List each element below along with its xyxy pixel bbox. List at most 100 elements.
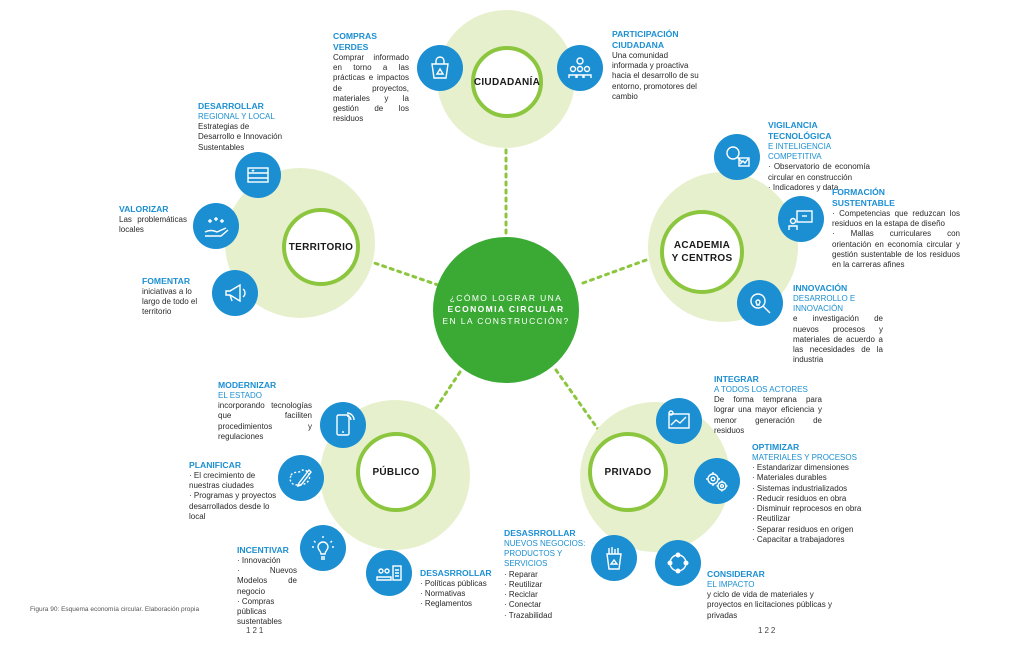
hand-sparkle-icon xyxy=(193,203,239,249)
item-subtitle: EL IMPACTO xyxy=(707,580,755,589)
item-desc: Una comunidad informada y proactiva haci… xyxy=(612,51,699,101)
item-desc: e investigación de nuevos procesos y mat… xyxy=(793,314,883,365)
item-subtitle: A TODOS LOS ACTORES xyxy=(714,385,808,394)
item-bullet: · Políticas públicas xyxy=(420,579,487,588)
page-number-right: 122 xyxy=(758,626,778,635)
megaphone-icon xyxy=(212,270,258,316)
center-line-1: ¿CÓMO LOGRAR UNA xyxy=(449,292,563,303)
hub-academia: ACADEMIA Y CENTROS xyxy=(660,210,744,294)
item-title: CONSIDERAR xyxy=(707,569,765,579)
item-bullet: · Observatorio de economía circular en c… xyxy=(768,162,870,182)
item-bullet: · Programas y proyectos desarrollados de… xyxy=(189,491,277,521)
item-bullet: · Reutilizar xyxy=(752,514,791,524)
text-formacion: FORMACIÓN SUSTENTABLE · Competencias que… xyxy=(832,187,960,270)
item-desc: incorporando tecnologías que faciliten p… xyxy=(218,401,312,441)
item-subtitle: DESARROLLO E INNOVACIÓN xyxy=(793,294,856,314)
item-title: VALORIZAR xyxy=(119,204,169,214)
item-title: DESARROLLAR xyxy=(198,101,264,111)
item-title: PLANIFICAR xyxy=(189,460,242,470)
chart-screen-icon xyxy=(656,398,702,444)
item-bullet: · Reparar xyxy=(504,569,538,579)
lightbulb-icon xyxy=(300,525,346,571)
item-title: INNOVACIÓN xyxy=(793,283,848,293)
center-line-3: EN LA CONSTRUCCIÓN? xyxy=(442,315,570,326)
text-vigilancia: VIGILANCIA TECNOLÓGICA E INTELIGENCIA CO… xyxy=(768,120,870,193)
hub-ciudadania: CIUDADANÍA xyxy=(471,46,543,118)
text-compras-verdes: COMPRAS VERDES Comprar informado en torn… xyxy=(333,31,409,125)
hub-label: ACADEMIA Y CENTROS xyxy=(671,240,733,264)
recycle-bag-icon xyxy=(417,45,463,91)
item-bullet: · Nuevos Modelos de negocio xyxy=(237,566,297,596)
hub-publico: PÚBLICO xyxy=(356,432,436,512)
hub-privado: PRIVADO xyxy=(588,432,668,512)
item-bullet: · Normativas xyxy=(420,589,466,599)
item-bullet: · Materiales durables xyxy=(752,473,827,483)
center-question: ¿CÓMO LOGRAR UNA ECONOMIA CIRCULAR EN LA… xyxy=(433,237,579,383)
item-bullet: · Innovación xyxy=(237,556,281,565)
item-title: DESASRROLLAR xyxy=(420,568,492,578)
item-bullet: · Capacitar a trabajadores xyxy=(752,534,845,544)
map-pen-icon xyxy=(278,455,324,501)
text-desarrollar-regional: DESARROLLAR REGIONAL Y LOCAL Estrategias… xyxy=(198,101,286,153)
item-bullet: · Disminuir reprocesos en obra xyxy=(752,504,862,514)
item-bullet: · Separar residuos en origen xyxy=(752,524,854,534)
text-desarrollar-privado: DESASRROLLAR NUEVOS NEGOCIOS: PRODUCTOS … xyxy=(504,528,600,621)
item-bullet: · El crecimiento de nuestras ciudades xyxy=(189,471,256,491)
item-bullet: · Mallas curriculares con orientación en… xyxy=(832,229,960,270)
item-title: FORMACIÓN SUSTENTABLE xyxy=(832,187,895,208)
item-subtitle: MATERIALES Y PROCESOS xyxy=(752,453,857,462)
hub-label: CIUDADANÍA xyxy=(473,76,541,88)
text-modernizar: MODERNIZAR EL ESTADO incorporando tecnol… xyxy=(218,380,312,442)
page-number-left: 121 xyxy=(246,626,266,635)
people-document-icon xyxy=(366,550,412,596)
item-title: OPTIMIZAR xyxy=(752,442,800,452)
item-bullet: · Trazabilidad xyxy=(504,610,553,620)
hub-label: TERRITORIO xyxy=(288,241,354,253)
item-title: DESASRROLLAR xyxy=(504,528,576,538)
item-title: MODERNIZAR xyxy=(218,380,277,390)
community-icon xyxy=(557,45,603,91)
item-desc: Las problemáticas locales xyxy=(119,215,187,235)
item-desc: iniciativas a lo largo de todo el territ… xyxy=(142,287,198,317)
item-bullet: · Compras públicas sustentables xyxy=(237,596,282,627)
center-line-2: ECONOMIA CIRCULAR xyxy=(447,304,565,315)
item-desc: Comprar informado en torno a las práctic… xyxy=(333,53,409,124)
item-bullet: · Conectar xyxy=(504,600,542,610)
text-integrar: INTEGRAR A TODOS LOS ACTORES De forma te… xyxy=(714,374,822,436)
item-subtitle: NUEVOS NEGOCIOS: PRODUCTOS Y SERVICIOS xyxy=(504,539,586,569)
cycle-icon xyxy=(655,540,701,586)
text-optimizar: OPTIMIZAR MATERIALES Y PROCESOS · Estand… xyxy=(752,442,862,545)
item-desc: De forma temprana para lograr una mayor … xyxy=(714,395,822,435)
classroom-icon xyxy=(778,196,824,242)
item-bullet: · Competencias que reduzcan los residuos… xyxy=(832,209,960,229)
item-subtitle: REGIONAL Y LOCAL xyxy=(198,112,275,121)
item-title: INCENTIVAR xyxy=(237,545,289,555)
item-title: VIGILANCIA TECNOLÓGICA xyxy=(768,120,832,141)
item-desc: y ciclo de vida de materiales y proyecto… xyxy=(707,590,832,620)
text-considerar: CONSIDERAR EL IMPACTO y ciclo de vida de… xyxy=(707,569,847,621)
text-innovacion: INNOVACIÓN DESARROLLO E INNOVACIÓN e inv… xyxy=(793,283,883,366)
item-title: PARTICIPACIÓN CIUDADANA xyxy=(612,29,679,50)
item-bullet: · Indicadores y data xyxy=(768,182,839,192)
text-desarrollar-publico: DESASRROLLAR · Políticas públicas · Norm… xyxy=(420,568,492,610)
item-title: FOMENTAR xyxy=(142,276,191,286)
item-bullet: · Estandarizar dimensiones xyxy=(752,463,849,473)
item-subtitle: E INTELIGENCIA COMPETITIVA xyxy=(768,142,831,162)
item-title: INTEGRAR xyxy=(714,374,759,384)
item-bullet: · Reducir residuos en obra xyxy=(752,493,847,503)
hub-territorio: TERRITORIO xyxy=(282,208,360,286)
item-bullet: · Sistemas industrializados xyxy=(752,483,848,493)
item-bullet: · Reutilizar xyxy=(504,579,543,589)
gears-icon xyxy=(694,458,740,504)
text-incentivar: INCENTIVAR · Innovación · Nuevos Modelos… xyxy=(237,545,297,628)
item-subtitle: EL ESTADO xyxy=(218,391,263,400)
item-title: COMPRAS VERDES xyxy=(333,31,377,52)
item-bullet: · Reglamentos xyxy=(420,599,473,609)
hub-label: PÚBLICO xyxy=(372,466,420,478)
text-planificar: PLANIFICAR · El crecimiento de nuestras … xyxy=(189,460,279,522)
recycle-bin-icon xyxy=(591,535,637,581)
item-desc: Estrategias de Desarrollo e Innovación S… xyxy=(198,122,283,152)
flag-icon xyxy=(235,152,281,198)
text-fomentar: FOMENTAR iniciativas a lo largo de todo … xyxy=(142,276,210,318)
